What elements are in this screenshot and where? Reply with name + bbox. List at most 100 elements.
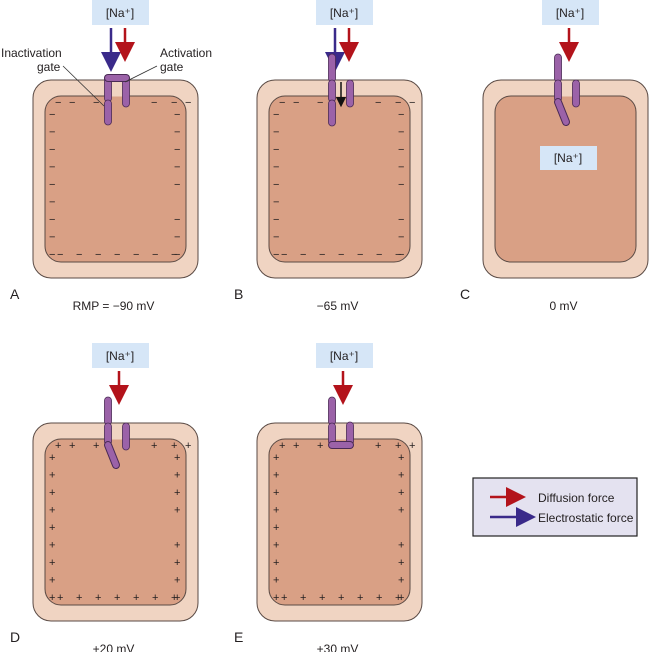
legend-electrostatic-label: Electrostatic force [538,511,634,525]
charge-sign: − [395,97,401,109]
na-outside-text: [Na⁺] [106,6,134,20]
panel-e: ++++++++++++++++++++++++++++++[Na⁺]E+30 … [234,343,423,652]
membrane-voltage: 0 mV [549,299,577,313]
charge-sign: + [49,557,55,569]
activation-gate-label: Activation [160,46,212,60]
charge-sign: − [49,109,55,121]
panel-c: [Na⁺][Na⁺]C0 mV [460,0,649,313]
inactivation-gate-label-2: gate [37,60,61,74]
charge-sign: − [395,249,401,261]
charge-sign: − [273,197,279,209]
charge-sign: + [174,487,180,499]
sodium-channel-gates [328,53,354,127]
activation-gate [328,53,336,83]
na-box-inside [540,146,597,170]
charge-sign: + [185,440,191,452]
charge-sign: − [273,214,279,226]
charge-sign: − [174,127,180,139]
charge-sign: − [273,232,279,244]
panel-letter: C [460,286,470,302]
charge-sign: − [49,214,55,226]
charge-sign: + [273,540,279,552]
charge-sign: + [95,592,101,604]
charge-sign: − [76,249,82,261]
panel-b: −−−−−−−−−−−−−−−−−−−−−−−−−−−−−−[Na⁺]B−65 … [234,0,423,313]
inactivation-gate [328,99,336,127]
charge-sign: + [49,575,55,587]
charge-sign: + [395,440,401,452]
na-box [316,343,373,368]
charge-sign: + [174,505,180,517]
legend-diffusion-label: Diffusion force [538,491,615,505]
na-inside-text: [Na⁺] [554,151,582,165]
charge-sign: − [49,197,55,209]
membrane-charges: ++++++++++++++++++++++++++++++ [273,440,415,604]
sodium-channel-gates [554,53,580,126]
panel-letter: A [10,286,20,302]
activation-gate [328,396,336,426]
charge-sign: − [57,249,63,261]
charge-sign: + [319,592,325,604]
sodium-channel-gates [104,396,130,469]
legend-box [472,477,638,537]
charge-sign: − [319,249,325,261]
charge-sign: + [152,592,158,604]
charge-sign: − [375,97,381,109]
charge-sign: − [398,127,404,139]
na-inside-label: [Na⁺] [540,146,597,170]
charge-sign: + [273,522,279,534]
charge-sign: + [49,592,55,604]
charge-sign: + [279,440,285,452]
cell-interior [268,438,411,606]
charge-sign: + [398,557,404,569]
charge-sign: + [76,592,82,604]
charge-sign: + [300,592,306,604]
charge-sign: − [273,249,279,261]
na-outside-label: [Na⁺] [316,0,373,25]
channel-right-wall [346,79,354,108]
charge-sign: − [49,179,55,191]
charge-sign: + [273,592,279,604]
charge-sign: − [317,97,323,109]
charge-sign: + [69,440,75,452]
charge-sign: − [171,97,177,109]
charge-sign: + [114,592,120,604]
charge-sign: + [398,592,404,604]
charge-sign: − [174,232,180,244]
charge-sign: + [93,440,99,452]
charge-sign: − [174,144,180,156]
charge-sign: + [375,440,381,452]
charge-sign: + [357,592,363,604]
inactivation-gate [555,99,569,125]
charge-sign: + [49,522,55,534]
charge-sign: − [93,97,99,109]
charge-sign: + [293,440,299,452]
charge-sign: − [174,214,180,226]
charge-sign: − [49,162,55,174]
inactivation-gate [105,442,119,468]
charge-sign: + [49,452,55,464]
cell-interior [44,95,187,263]
charge-sign: + [133,592,139,604]
charge-sign: + [174,557,180,569]
charge-sign: + [174,575,180,587]
charge-sign: − [409,97,415,109]
charge-sign: + [273,487,279,499]
panel-letter: D [10,629,20,645]
membrane-charges: −−−−−−−−−−−−−−−−−−−−−−−−−−−−−− [49,97,191,261]
charge-sign: + [398,452,404,464]
charge-sign: − [279,97,285,109]
charge-sign: + [338,592,344,604]
charge-sign: − [376,249,382,261]
channel-left-wall [328,79,336,103]
na-box [316,0,373,25]
inactivation-callout-line [62,65,105,107]
na-outside-label: [Na⁺] [316,343,373,368]
charge-sign: + [49,505,55,517]
charge-sign: + [171,592,177,604]
charge-sign: − [273,127,279,139]
membrane-charges: ++++++++++++++++++++++++++++++ [49,440,191,604]
charge-sign: + [49,540,55,552]
charge-sign: + [57,592,63,604]
